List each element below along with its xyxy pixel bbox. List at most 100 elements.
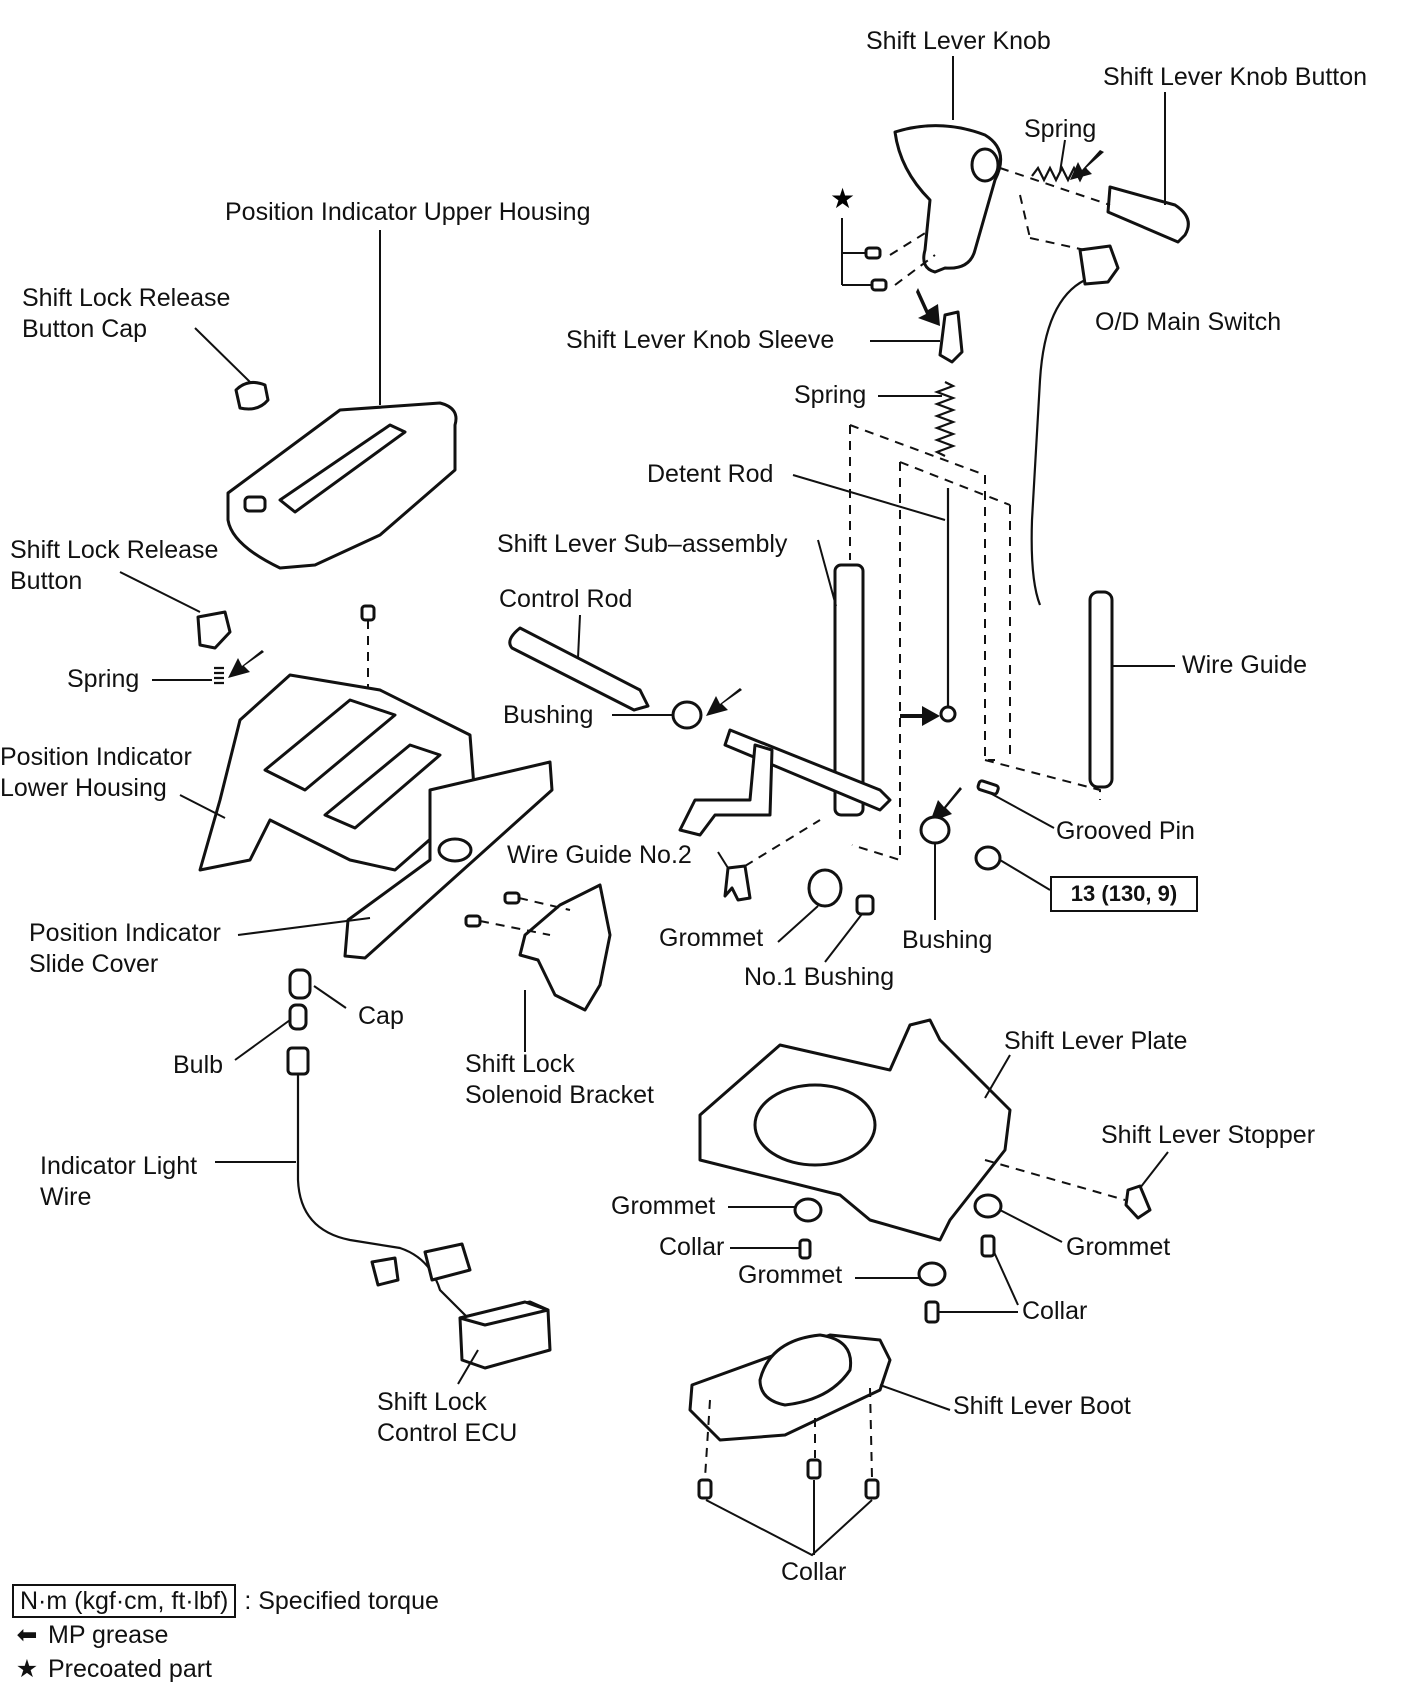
torque-spec-box: 13 (130, 9) [1050, 876, 1198, 912]
bulb-socket [286, 1046, 310, 1076]
plate-gate-opening [753, 1083, 877, 1167]
label-shift-lever-boot: Shift Lever Boot [953, 1392, 1131, 1420]
grease-arrow-icon: ⬅ [16, 1621, 38, 1649]
position-indicator-lower-housing [198, 673, 477, 872]
label-line: Solenoid Bracket [465, 1081, 655, 1109]
legend-precoat-text: Precoated part [48, 1655, 212, 1683]
o-d-switch-wire [1030, 279, 1086, 606]
grease-arrow-knob-sleeve [916, 288, 940, 326]
label-grommet-left: Grommet [611, 1192, 716, 1220]
legend-torque-row: N·m (kgf·cm, ft·lbf) : Specified torque [12, 1584, 439, 1618]
indicator-bulb [288, 1003, 308, 1031]
detent-rod-end [939, 705, 957, 723]
shift-lock-release-button-cap [234, 380, 270, 411]
legend-precoat-row: ★ Precoated part [12, 1652, 439, 1686]
label-line: Button [10, 567, 83, 595]
o-d-main-switch [1078, 244, 1120, 286]
collar-right-upper [980, 1234, 996, 1258]
wire-guide-no2 [723, 864, 752, 902]
label-spring-mid: Spring [794, 381, 867, 409]
label-line: Shift Lock Release [10, 536, 219, 564]
label-shift-lock-release-button: Shift Lock Release Button [10, 535, 218, 597]
collar-right-lower [924, 1300, 940, 1324]
legend-torque-text: : Specified torque [244, 1587, 439, 1615]
screw-lower-housing [360, 604, 376, 622]
label-grommet-center: Grommet [738, 1261, 843, 1289]
shift-lever-knob-sleeve [938, 310, 964, 364]
label-grooved-pin: Grooved Pin [1056, 817, 1195, 845]
nut-torque [974, 845, 1002, 871]
label-cap: Cap [358, 1002, 404, 1030]
label-no1-bushing: No.1 Bushing [744, 963, 895, 991]
label-shift-lock-solenoid-bracket: Shift Lock Solenoid Bracket [465, 1049, 654, 1111]
label-position-indicator-upper-housing: Position Indicator Upper Housing [225, 198, 591, 226]
label-bushing-left: Bushing [503, 701, 594, 729]
boot-bellows [758, 1333, 853, 1407]
dashed-guide-inner [851, 461, 1011, 862]
collar-bottom-center [806, 1458, 822, 1480]
label-shift-lever-knob-button: Shift Lever Knob Button [1103, 63, 1368, 91]
grommet-center [917, 1261, 947, 1287]
label-grommet-mid: Grommet [659, 924, 764, 952]
label-shift-lever-stopper: Shift Lever Stopper [1101, 1121, 1316, 1149]
screw-upper [864, 246, 882, 260]
legend-torque-box: N·m (kgf·cm, ft·lbf) [12, 1584, 237, 1618]
slide-cover-clip [437, 837, 473, 863]
shift-lever-arm [678, 743, 774, 837]
grease-arrow-bushing-right [930, 787, 962, 822]
control-rod [508, 626, 650, 712]
label-line: Position Indicator [29, 919, 221, 947]
bushing-right [919, 815, 951, 845]
spring-mid [933, 381, 957, 457]
label-line: Shift Lock [377, 1388, 487, 1416]
label-shift-lever-sub-assembly: Shift Lever Sub–assembly [497, 530, 788, 558]
label-line: Button Cap [22, 315, 148, 343]
spring-left [214, 666, 224, 685]
housing-lamp-window [243, 495, 267, 513]
precoat-star-icon: ★ [15, 1655, 39, 1683]
shift-lever-stopper [1124, 1184, 1152, 1220]
legend: N·m (kgf·cm, ft·lbf) : Specified torque … [12, 1584, 439, 1686]
label-line: Slide Cover [29, 950, 159, 978]
legend-grease-row: ⬅ MP grease [12, 1618, 439, 1652]
grommet-right [973, 1193, 1003, 1219]
grease-arrow-detent-rod [900, 706, 940, 726]
legend-grease-text: MP grease [48, 1621, 169, 1649]
label-line: Position Indicator [0, 743, 192, 771]
shift-lever-tube [833, 563, 865, 817]
position-indicator-upper-housing [226, 401, 458, 570]
screw-lower [870, 278, 888, 292]
label-wire-guide: Wire Guide [1182, 651, 1308, 679]
grease-arrow-spring-top [1070, 150, 1104, 180]
label-bulb: Bulb [173, 1051, 224, 1079]
label-shift-lock-release-button-cap: Shift Lock Release Button Cap [22, 283, 230, 345]
label-line: Control ECU [377, 1419, 518, 1447]
collar-bottom-left [697, 1478, 713, 1500]
wire-connector-small [370, 1256, 400, 1287]
grooved-pin [976, 779, 1000, 796]
indicator-cap [288, 968, 312, 1000]
label-line: Shift Lock Release [22, 284, 231, 312]
label-line: Indicator Light [40, 1152, 198, 1180]
grease-arrow-spring-left [228, 650, 264, 678]
label-line: Shift Lock [465, 1050, 575, 1078]
label-collar-bottom: Collar [781, 1558, 847, 1586]
label-detent-rod: Detent Rod [647, 460, 774, 488]
label-shift-lever-plate: Shift Lever Plate [1004, 1027, 1188, 1055]
label-bushing-right: Bushing [902, 926, 993, 954]
label-o-d-main-switch: O/D Main Switch [1095, 308, 1282, 336]
label-shift-lever-knob-sleeve: Shift Lever Knob Sleeve [566, 326, 835, 354]
grommet-mid [807, 868, 843, 908]
knob-button-socket [970, 147, 1000, 183]
label-line: Lower Housing [0, 774, 167, 802]
no1-bushing [855, 894, 875, 916]
label-shift-lever-knob: Shift Lever Knob [866, 27, 1051, 55]
label-line: Wire [40, 1183, 92, 1211]
label-spring-left: Spring [67, 665, 140, 693]
dashed-guide-outer [849, 424, 1101, 800]
label-collar-left: Collar [659, 1233, 725, 1261]
label-wire-guide-no2: Wire Guide No.2 [507, 841, 692, 869]
wire-guide [1088, 590, 1114, 789]
wire-connector-large [423, 1242, 472, 1282]
